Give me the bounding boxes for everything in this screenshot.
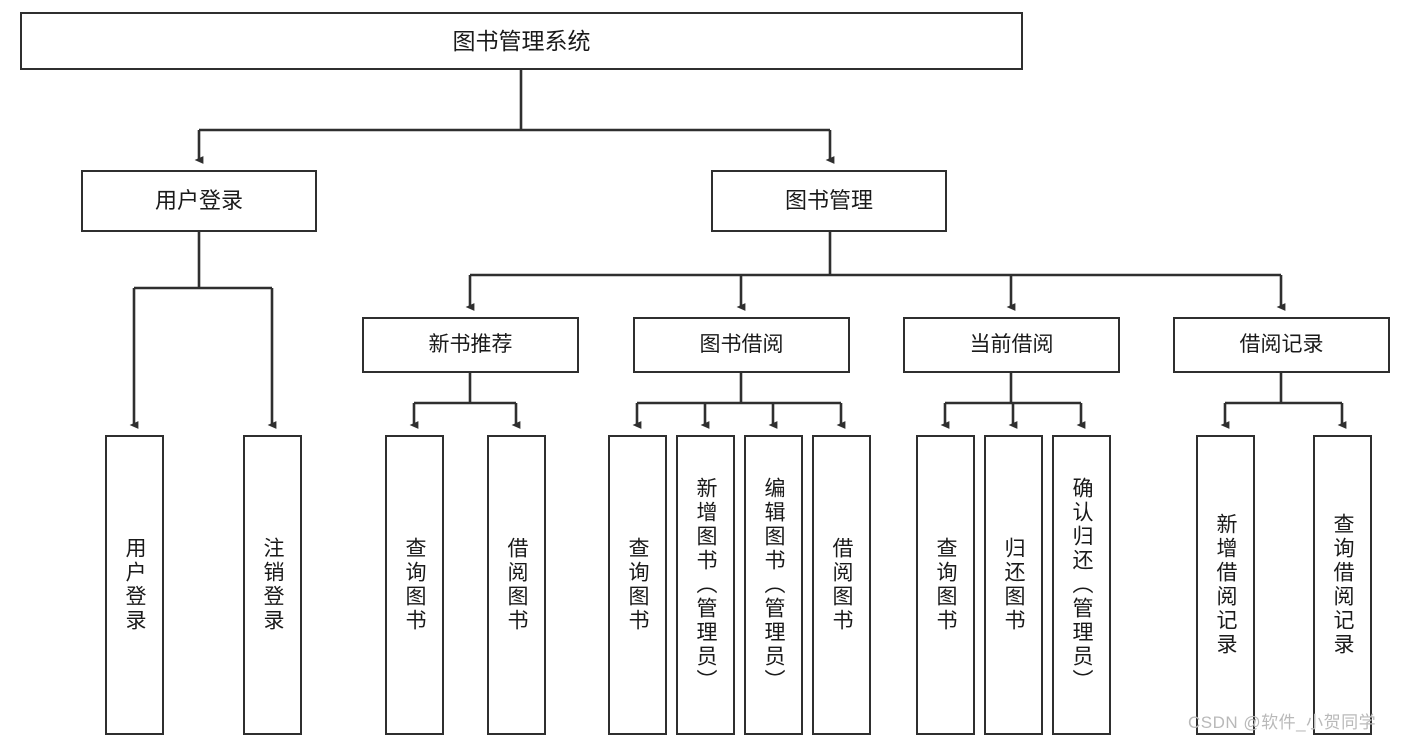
node-book-borrow-label: 图书借阅 — [699, 332, 784, 356]
leaf-query-book-current[interactable]: 查询图书 — [916, 435, 975, 735]
leaf-query-borrow-record[interactable]: 查询借阅记录 — [1313, 435, 1372, 735]
leaf-return-book-label: 归还图书 — [1002, 537, 1025, 633]
leaf-add-book-admin-label: 新增图书（管理员） — [694, 477, 717, 693]
leaf-confirm-return-admin[interactable]: 确认归还（管理员） — [1052, 435, 1111, 735]
node-new-book-recommend-label: 新书推荐 — [428, 332, 513, 356]
leaf-query-borrow-record-label: 查询借阅记录 — [1331, 513, 1354, 657]
leaf-query-book-recommend[interactable]: 查询图书 — [385, 435, 444, 735]
leaf-query-book-recommend-label: 查询图书 — [403, 537, 426, 633]
leaf-borrow-book[interactable]: 借阅图书 — [812, 435, 871, 735]
leaf-add-borrow-record[interactable]: 新增借阅记录 — [1196, 435, 1255, 735]
node-borrow-record[interactable]: 借阅记录 — [1173, 317, 1390, 373]
leaf-logout[interactable]: 注销登录 — [243, 435, 302, 735]
leaf-add-borrow-record-label: 新增借阅记录 — [1214, 513, 1237, 657]
csdn-watermark: CSDN @软件_小贺同学 — [1188, 713, 1377, 732]
node-user-login[interactable]: 用户登录 — [81, 170, 317, 232]
leaf-user-login[interactable]: 用户登录 — [105, 435, 164, 735]
leaf-borrow-book-label: 借阅图书 — [830, 537, 853, 633]
leaf-confirm-return-admin-label: 确认归还（管理员） — [1070, 477, 1093, 693]
node-root-system[interactable]: 图书管理系统 — [20, 12, 1023, 70]
leaf-add-book-admin[interactable]: 新增图书（管理员） — [676, 435, 735, 735]
leaf-borrow-book-recommend-label: 借阅图书 — [505, 537, 528, 633]
leaf-query-book-current-label: 查询图书 — [934, 537, 957, 633]
node-current-borrow[interactable]: 当前借阅 — [903, 317, 1120, 373]
leaf-user-login-label: 用户登录 — [123, 537, 146, 633]
leaf-query-book-borrow[interactable]: 查询图书 — [608, 435, 667, 735]
node-book-borrow[interactable]: 图书借阅 — [633, 317, 850, 373]
node-user-login-label: 用户登录 — [154, 188, 243, 214]
node-book-manage-label: 图书管理 — [784, 188, 873, 214]
leaf-edit-book-admin[interactable]: 编辑图书（管理员） — [744, 435, 803, 735]
node-new-book-recommend[interactable]: 新书推荐 — [362, 317, 579, 373]
leaf-edit-book-admin-label: 编辑图书（管理员） — [762, 477, 785, 693]
leaf-borrow-book-recommend[interactable]: 借阅图书 — [487, 435, 546, 735]
leaf-logout-label: 注销登录 — [261, 537, 284, 633]
leaf-return-book[interactable]: 归还图书 — [984, 435, 1043, 735]
node-root-system-label: 图书管理系统 — [452, 27, 591, 54]
leaf-query-book-borrow-label: 查询图书 — [626, 537, 649, 633]
node-current-borrow-label: 当前借阅 — [969, 332, 1054, 356]
node-borrow-record-label: 借阅记录 — [1239, 332, 1324, 356]
node-book-manage[interactable]: 图书管理 — [711, 170, 947, 232]
